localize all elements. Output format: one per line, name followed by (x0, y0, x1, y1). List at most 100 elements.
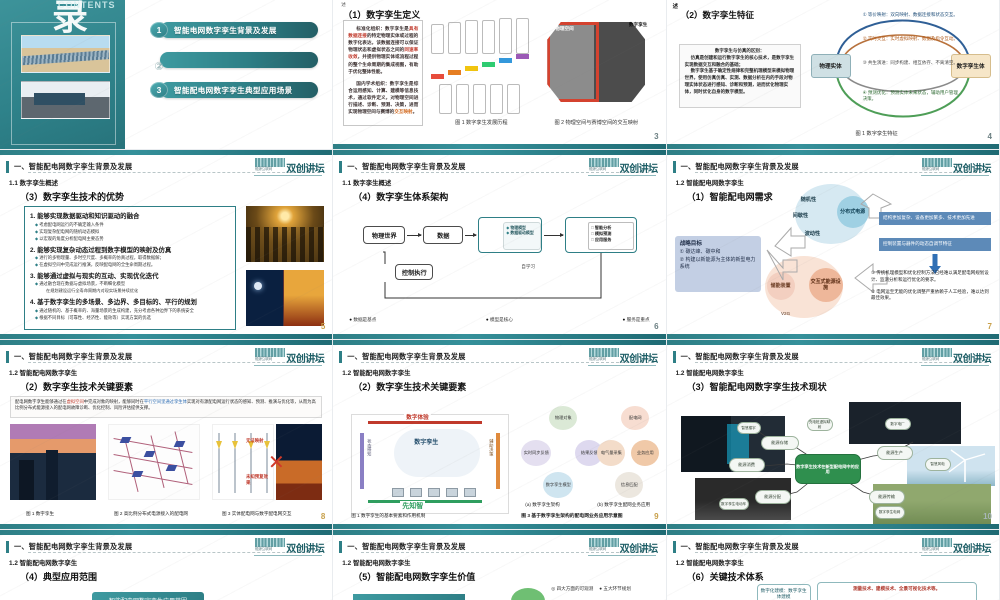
slide-thumbnail-8[interactable]: 一、智能配电网数字孪生背景及发展 能源互联网 双创讲坛 1.2 智能配电网数字孪… (0, 340, 334, 530)
slide-thumbnail-7[interactable]: 一、智能配电网数字孪生背景及发展 能源互联网 双创讲坛 1.2 智能配电网数字孪… (666, 150, 1000, 340)
box-line-2: 数字孪生基于确定性规律和完整机理模型来模拟物理世界，使用仿真仿真、实测、数据分析… (684, 68, 795, 94)
leaf-digital-twin-grid: 数字孪生电网 (874, 506, 905, 519)
toc-item-1[interactable]: 1 智能电网数字孪生背景及发展 (150, 22, 318, 39)
page-number: 7 (987, 322, 992, 331)
toc-photo-solar (21, 35, 110, 73)
footer-band (0, 524, 333, 529)
application-scope-pill: 智能配电网数字孪生应用范围 (92, 592, 204, 600)
toc-label-1: 智能电网数字孪生背景及发展 (174, 26, 277, 35)
twin-architecture-nodes: 物理对象 实时同步反馈 结果反馈 数字孪生模型 配电网 电气量采集 业务应用 信… (521, 406, 660, 518)
logo-maintext: 双创讲坛 (952, 544, 992, 555)
section-subtitle: 1.2 智能配电网数字孪生 (675, 180, 744, 187)
footer-band (0, 334, 333, 339)
cube-label-twin: 数字孪生 (628, 22, 648, 27)
label-digital-experience: 数字体验 (404, 413, 431, 421)
subcaption-a: (a) 数字孪生架构 (525, 502, 560, 507)
footer-band (666, 524, 999, 529)
node-model: 模型 物理模型 数据驱动模型 (478, 217, 543, 253)
slide-thumbnail-4[interactable]: 述 （2）数字孪生特征 数字孪生与仿真的区别： 仿真是创建和运行数字孪生的核心技… (666, 0, 1000, 150)
photo-earth-sunset (276, 424, 322, 500)
toc-item-3[interactable]: 3 智能配电网数字孪生典型应用场景 (150, 82, 318, 99)
def-p1b: 的特定物理实体或过程的数字化表达，该数据连接可以保证物理状态和虚拟状态之间的 (348, 33, 419, 53)
logo-bars-icon (588, 538, 619, 547)
slide-header-title: 一、智能配电网数字孪生背景及发展 (14, 162, 133, 171)
slide-thumbnail-12[interactable]: 一、智能配电网数字孪生背景及发展 能源互联网 双创讲坛 1.2 智能配电网数字孪… (333, 530, 667, 600)
cloud-shape (394, 429, 481, 477)
advantage-4-bullet-2: 根据不同目标（可靠性、经济性、能效等）实现方案的优选 (35, 315, 230, 321)
label-intermittency: 间歇性 (792, 213, 809, 219)
section-subtitle: 1.2 智能配电网数字孪生 (342, 370, 411, 377)
legend-item-3: 服务是重点 (623, 317, 650, 323)
header-band (333, 340, 666, 345)
page-number: 9 (654, 512, 659, 521)
logo-underline (254, 365, 323, 366)
header-rule (28, 362, 321, 363)
box-title: 数字孪生与仿真的区别： (714, 48, 765, 53)
logo-maintext: 双创讲坛 (952, 354, 992, 365)
node-b-3: 业务应用 (631, 440, 660, 466)
legend-item-2: 模型是核心 (486, 317, 513, 323)
slide-thumbnail-2[interactable]: 录 CONTENTS 1 智能电网数字孪生背景及发展 ② 3 智能配电网数字孪生… (0, 0, 334, 150)
label-unknown-recovery: 未知预复效果 (246, 474, 268, 485)
brand-logo: 能源互联网 双创讲坛 (915, 158, 992, 176)
slide-thumbnail-6[interactable]: 一、智能配电网数字孪生背景及发展 能源互联网 双创讲坛 1.1 数字孪生概述 （… (333, 150, 667, 340)
service-item-2: 模拟预测 (591, 231, 631, 237)
logo-subtext: 能源互联网 (255, 546, 273, 551)
slide-thumbnail-13[interactable]: 一、智能配电网数字孪生背景及发展 能源互联网 双创讲坛 1.2 智能配电网数字孪… (666, 530, 1000, 600)
logo-underline (587, 365, 656, 366)
label-no-mapping: 无法映射 (246, 438, 264, 443)
slide-thumbnail-9[interactable]: 一、智能配电网数字孪生背景及发展 能源互联网 双创讲坛 1.2 智能配电网数字孪… (333, 340, 667, 530)
toc-item-2[interactable]: ② (150, 52, 318, 73)
banner-highlight-virtual: 虚拟空间 (66, 399, 84, 404)
node-physical-world: 物理世界 (363, 226, 406, 244)
logo-maintext: 双创讲坛 (286, 354, 325, 365)
mindmap-node-storage: 能源存储 (760, 436, 799, 450)
architecture-flow: 物理世界 数据 模型 物理模型 数据驱动模型 孪生服务 智能分析 模拟预测 应用… (345, 212, 655, 322)
leaf-smart-building: 智慧楼宇 (736, 422, 761, 434)
slide-thumbnail-11[interactable]: 一、智能配电网数字孪生背景及发展 能源互联网 双创讲坛 1.2 智能配电网数字孪… (0, 530, 334, 600)
node-data: 数据 (423, 226, 464, 244)
logo-bars-icon (921, 348, 952, 357)
value-bar (353, 594, 466, 600)
figure2-caption: 图 2 高比例分布式电源接入的配电网 (114, 511, 189, 516)
toc-title-zh: 录 (52, 0, 89, 38)
slide-thumbnail-3[interactable]: 述 （1）数字孪生定义 标准化组织：数字孪生是具有数据连接的特定物理实体或过程的… (333, 0, 667, 150)
slide-thumbnail-10[interactable]: 一、智能配电网数字孪生背景及发展 能源互联网 双创讲坛 1.2 智能配电网数字孪… (666, 340, 1000, 530)
model-item-2: 数据驱动模型 (506, 230, 538, 235)
header-rule (694, 552, 987, 553)
advantage-4-bullet-1: 通过随机的、基于概率的、海量场景的生成构建，充分考虑各种边界下的系统安全 (35, 308, 230, 314)
brand-logo: 能源互联网 双创讲坛 (248, 348, 325, 366)
brand-logo: 能源互联网 双创讲坛 (915, 538, 992, 556)
logo-subtext: 能源互联网 (921, 166, 940, 171)
label-digital-twin: 数字孪生 (414, 440, 439, 446)
conclusion-2: ② 电网运至无能的优化调整严重依赖于人工经验，难以达到最佳效果。 (870, 288, 989, 301)
self-learning-label: 自学习 (521, 264, 536, 269)
key-tech-box-1: 数字化建模：数字孪生体建模 (756, 584, 811, 600)
slide4-tiny-header: 述 (672, 4, 678, 10)
arrow-foresight (368, 500, 483, 503)
logo-underline (254, 555, 323, 556)
header-band (0, 150, 333, 155)
figure1-caption: 图 1 数字孪生发展历程 (455, 120, 508, 126)
section-heading: （2）数字孪生技术关键要素 (353, 382, 467, 392)
toc-photo-hall (21, 81, 110, 119)
logo-underline (920, 175, 989, 176)
advantage-1-title: 1. 能够实现数据驱动和知识驱动的融合 (30, 213, 140, 220)
slide-header-title: 一、智能配电网数字孪生背景及发展 (680, 352, 799, 361)
advantage-1-bullet-2: 实现复杂配电网的随机动态模拟 (35, 229, 230, 235)
goal-title: 战略目标 (679, 241, 702, 247)
logo-bars-icon (255, 538, 286, 547)
circle-storage: 储能装置 (766, 272, 795, 300)
node-service-items: 智能分析 模拟预测 应用服务 (588, 222, 635, 250)
logo-maintext: 双创讲坛 (619, 544, 659, 555)
bar-decision-support (496, 433, 501, 489)
slide-header-title: 一、智能配电网数字孪生背景及发展 (680, 542, 799, 551)
header-rule (361, 362, 654, 363)
logo-maintext: 双创讲坛 (952, 164, 992, 175)
simulation-vs-twin-box: 数字孪生与仿真的区别： 仿真是创建和运行数字孪生的核心技术，是数字孪生实现数据交… (678, 44, 801, 108)
banner-part-c: 实现对有源配电网运行状态的感知、预测、推演与优化等，从而为高比例分布式能源接入的… (15, 399, 316, 411)
slide-thumbnail-5[interactable]: 一、智能配电网数字孪生背景及发展 能源互联网 双创讲坛 1.1 数字孪生概述 （… (0, 150, 334, 340)
tag-complexity: 结构更加复杂、设备更加繁多、技术更加先进 (878, 212, 991, 225)
logo-bars-icon (921, 538, 952, 547)
